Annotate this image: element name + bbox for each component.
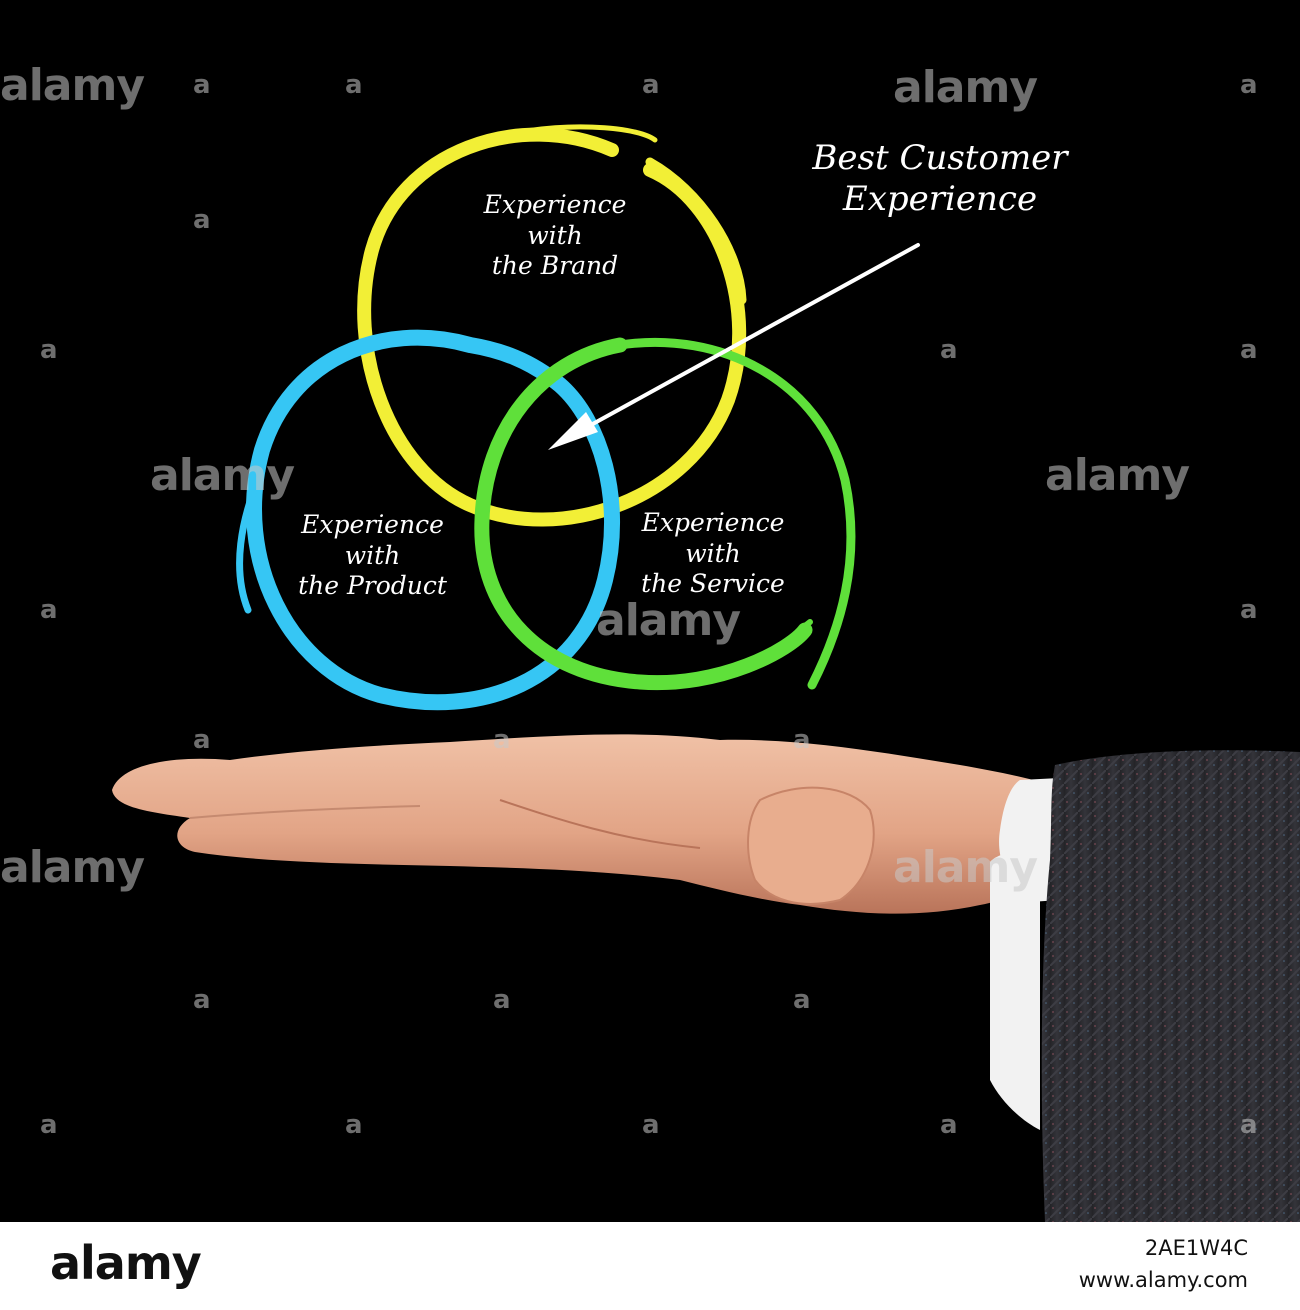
- watermark-mark: a: [493, 985, 511, 1015]
- watermark-mark: a: [40, 595, 58, 625]
- watermark: alamy: [0, 842, 145, 893]
- brand-label-line-3: the Brand: [491, 251, 619, 280]
- watermark: alamy: [893, 842, 1038, 893]
- suit-sleeve: [1041, 750, 1300, 1222]
- shirt-cuff-lower: [990, 852, 1040, 1130]
- watermark-mark: a: [940, 1110, 958, 1140]
- product-label-line-1: Experience: [301, 510, 444, 539]
- watermark: alamy: [893, 62, 1038, 113]
- watermark-mark: a: [193, 985, 211, 1015]
- footer-logo: alamy: [50, 1236, 202, 1290]
- watermark-mark: a: [1240, 70, 1258, 100]
- open-hand: [112, 734, 1065, 914]
- watermark-mark: a: [193, 205, 211, 235]
- watermark-mark: a: [40, 1110, 58, 1140]
- watermark-mark: a: [1240, 335, 1258, 365]
- brand-label-line-1: Experience: [483, 190, 627, 219]
- product-label-line-3: the Product: [298, 571, 447, 600]
- watermark: alamy: [150, 450, 295, 501]
- watermark: alamy: [596, 595, 741, 646]
- service-label: Experience with the Service: [598, 508, 828, 600]
- service-label-line-2: with: [685, 538, 741, 568]
- footer-bar: [0, 1222, 1300, 1310]
- callout-line-1: Best Customer: [812, 138, 1068, 178]
- brand-circle: [357, 124, 747, 527]
- watermark-mark: a: [940, 335, 958, 365]
- product-circle: [236, 329, 620, 711]
- watermark-mark: a: [493, 725, 511, 755]
- watermark-mark: a: [1240, 595, 1258, 625]
- watermark-mark: a: [642, 1110, 660, 1140]
- callout-line-2: Experience: [842, 178, 1038, 219]
- watermark-mark: a: [345, 1110, 363, 1140]
- watermark-mark: a: [40, 335, 58, 365]
- product-label: Experience with the Product: [255, 510, 490, 602]
- product-label-line-2: with: [344, 540, 401, 570]
- service-label-line-1: Experience: [641, 508, 785, 537]
- watermark-mark: a: [193, 725, 211, 755]
- watermark-mark: a: [793, 725, 811, 755]
- watermark: alamy: [1045, 450, 1190, 501]
- brand-label-line-2: with: [527, 220, 583, 250]
- brand-label: Experience with the Brand: [440, 190, 670, 282]
- image-id: 2AE1W4C: [1144, 1236, 1248, 1260]
- callout-arrow: [548, 243, 920, 450]
- service-label-line-3: the Service: [641, 569, 785, 598]
- watermark-mark: a: [345, 70, 363, 100]
- watermark-mark: a: [1240, 1110, 1258, 1140]
- site-url: www.alamy.com: [1078, 1268, 1248, 1292]
- callout-label: Best Customer Experience: [760, 138, 1120, 220]
- watermark-mark: a: [193, 70, 211, 100]
- service-circle: [474, 337, 856, 691]
- watermark-mark: a: [793, 985, 811, 1015]
- watermark-mark: a: [642, 70, 660, 100]
- watermark: alamy: [0, 60, 145, 111]
